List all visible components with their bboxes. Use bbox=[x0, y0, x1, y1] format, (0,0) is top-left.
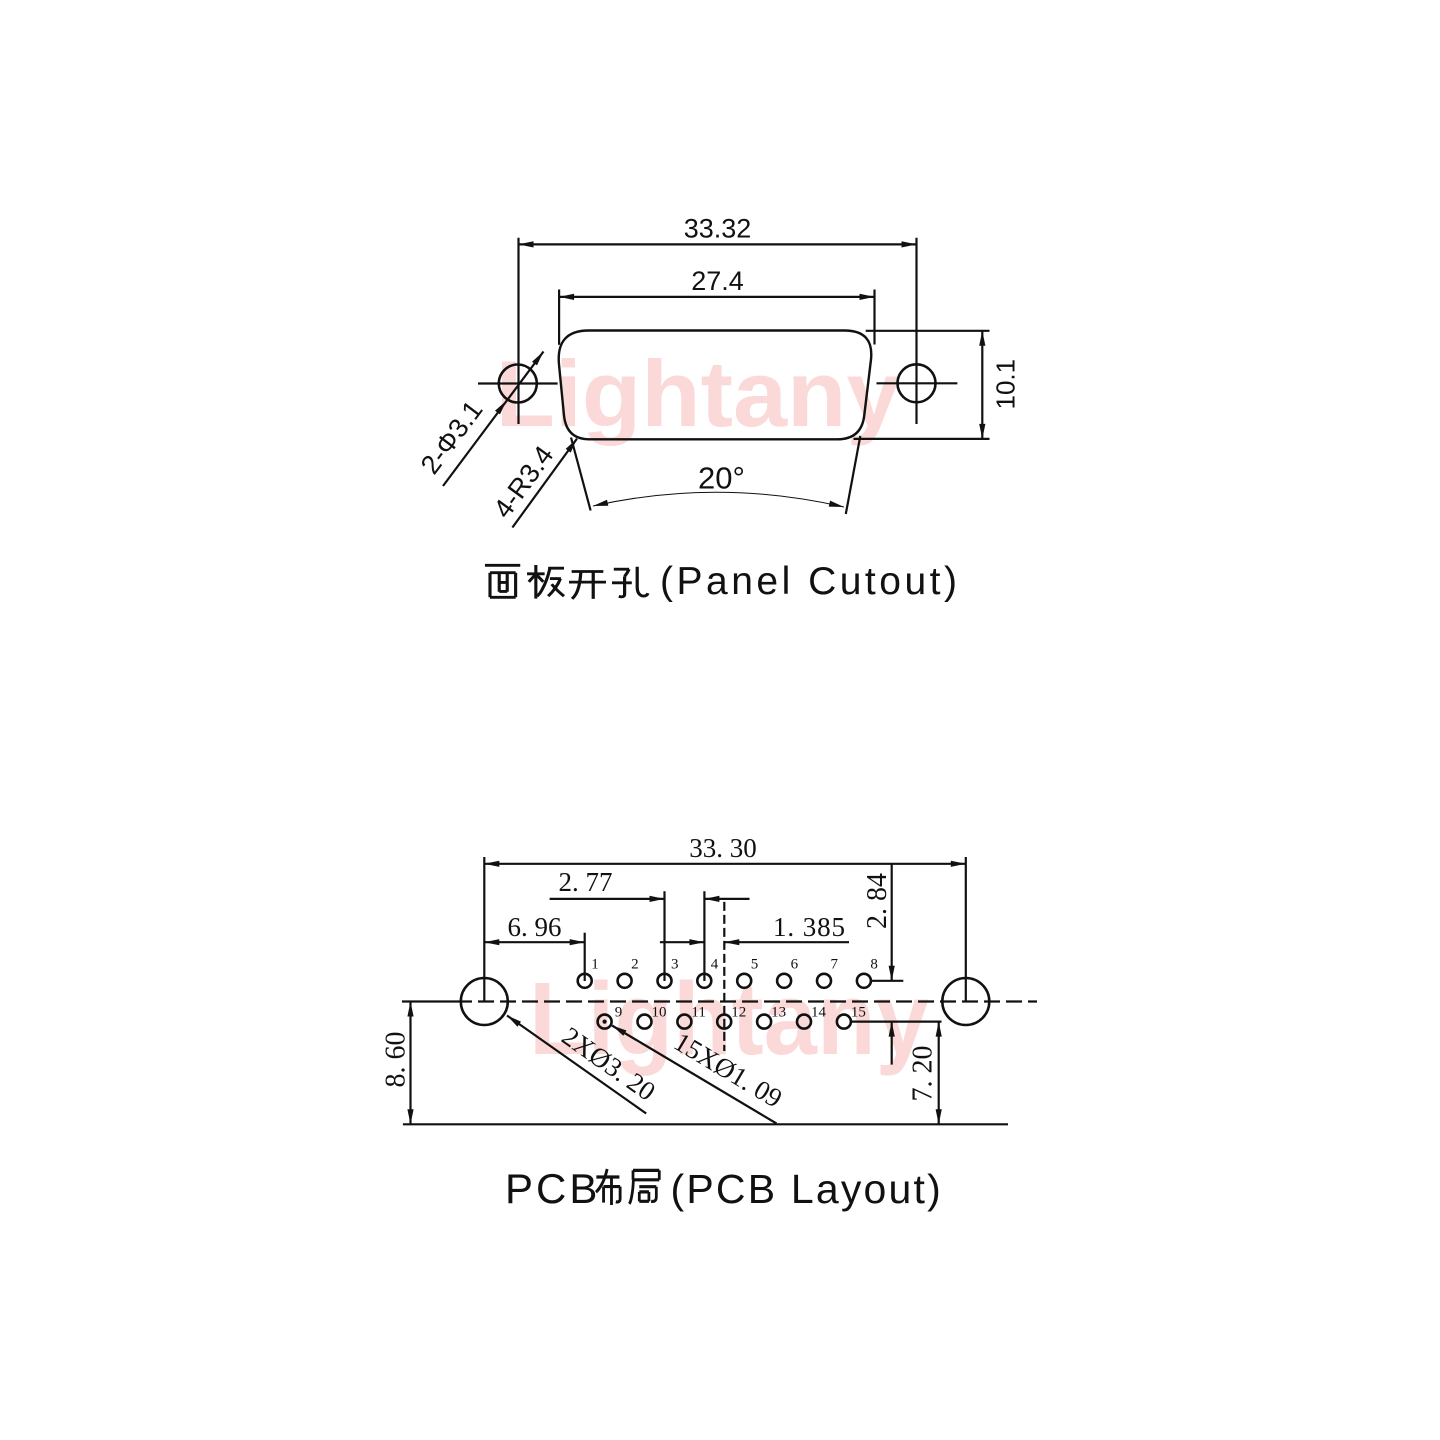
svg-text:20°: 20° bbox=[698, 461, 745, 496]
svg-text:(PCB Layout): (PCB Layout) bbox=[671, 1166, 944, 1212]
svg-text:13: 13 bbox=[771, 1005, 786, 1021]
svg-text:27.4: 27.4 bbox=[691, 266, 744, 296]
svg-text:10.1: 10.1 bbox=[991, 359, 1021, 410]
svg-text:4: 4 bbox=[711, 957, 719, 973]
svg-text:3: 3 bbox=[671, 957, 679, 973]
svg-text:33.32: 33.32 bbox=[684, 214, 752, 244]
svg-text:7. 20: 7. 20 bbox=[908, 1046, 939, 1102]
svg-text:6. 96: 6. 96 bbox=[508, 912, 562, 942]
svg-text:1. 385: 1. 385 bbox=[773, 912, 846, 942]
svg-text:10: 10 bbox=[652, 1005, 667, 1021]
svg-text:12: 12 bbox=[731, 1005, 746, 1021]
svg-text:8: 8 bbox=[870, 957, 878, 973]
svg-text:PCB: PCB bbox=[505, 1165, 600, 1212]
svg-text:5: 5 bbox=[751, 957, 759, 973]
svg-text:1: 1 bbox=[591, 957, 599, 973]
svg-text:15: 15 bbox=[851, 1005, 866, 1021]
svg-text:6: 6 bbox=[791, 957, 799, 973]
svg-text:2. 77: 2. 77 bbox=[559, 867, 613, 897]
svg-text:2: 2 bbox=[631, 957, 639, 973]
svg-text:14: 14 bbox=[811, 1005, 827, 1021]
svg-text:9: 9 bbox=[615, 1005, 623, 1021]
svg-text:8. 60: 8. 60 bbox=[381, 1032, 412, 1088]
svg-text:Lightany: Lightany bbox=[496, 341, 901, 446]
svg-text:2. 84: 2. 84 bbox=[862, 873, 893, 929]
svg-text:11: 11 bbox=[691, 1005, 705, 1021]
svg-text:(Panel Cutout): (Panel Cutout) bbox=[660, 560, 960, 603]
svg-text:7: 7 bbox=[831, 957, 839, 973]
svg-text:33. 30: 33. 30 bbox=[689, 833, 757, 863]
